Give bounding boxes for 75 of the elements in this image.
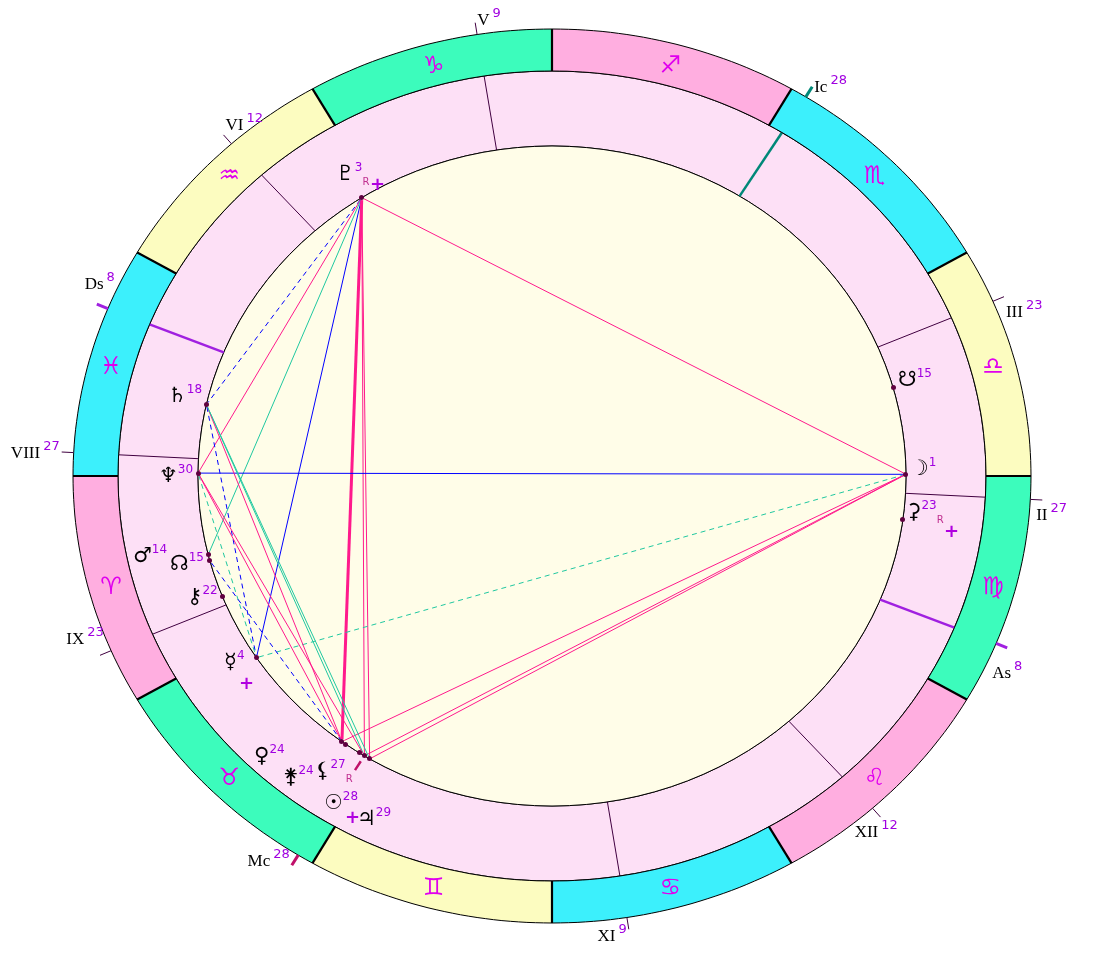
zodiac-sign-symbol: ♐ <box>659 52 681 77</box>
plus-mark: + <box>239 674 255 692</box>
house-cusp-label: IX$^{23}$ <box>66 626 104 648</box>
house-cusp-label: VI$^{12}$ <box>225 111 263 133</box>
zodiac-sign-symbol: ♉ <box>218 765 240 790</box>
cusp-tick <box>1029 498 1043 501</box>
aspect-line <box>208 199 362 553</box>
house-cusp-label: Ds$^{8}$ <box>84 271 115 293</box>
position-dot <box>361 753 367 759</box>
aspect-line <box>258 474 905 658</box>
position-dot <box>339 739 345 745</box>
zodiac-sign-symbol: ♈ <box>100 574 122 599</box>
cusp-tick <box>992 296 1005 302</box>
cusp-tick <box>626 917 630 930</box>
cusp-tick <box>995 642 1008 650</box>
planet-symbol: ☽$^{1}$ <box>910 458 937 479</box>
position-dot <box>356 750 362 756</box>
aspect-line <box>206 406 257 656</box>
aspect-line <box>200 472 904 475</box>
house-cusp-label: XI$^{9}$ <box>597 923 627 945</box>
position-dot <box>203 402 209 408</box>
house-cusp-label: Ic$^{28}$ <box>814 74 847 96</box>
zodiac-sign-symbol: ♌ <box>864 765 886 790</box>
position-dot <box>903 471 909 477</box>
position-dot <box>900 516 906 522</box>
position-dot <box>195 470 201 476</box>
planet-symbol: ♂$^{14}$ <box>133 545 168 566</box>
zodiac-sign-symbol: ♑ <box>423 52 445 77</box>
house-cusp-label: XII$^{12}$ <box>854 819 898 841</box>
cusp-tick <box>61 451 75 454</box>
house-cusp-label: As$^{8}$ <box>992 659 1023 681</box>
house-cusp-label: III$^{23}$ <box>1005 298 1043 320</box>
zodiac-sign-symbol: ♍ <box>982 574 1004 599</box>
zodiac-sign-symbol: ♊ <box>423 875 445 900</box>
cusp-tick <box>99 650 112 656</box>
cusp-tick <box>872 807 881 818</box>
zodiac-sign-symbol: ♓ <box>100 353 122 378</box>
planet-symbol: ☊$^{15}$ <box>170 553 204 574</box>
aspect-line <box>207 199 361 404</box>
planet-symbol: ♆$^{30}$ <box>159 465 194 486</box>
cusp-tick <box>96 302 109 310</box>
planet-symbol: ♀$^{24}$ <box>254 745 285 766</box>
cusp-tick <box>804 85 814 98</box>
cusp-tick <box>223 134 232 145</box>
cusp-tick <box>290 854 300 867</box>
planet-symbol: ☿$^{4}$ <box>224 651 245 672</box>
planet-symbol: ☋$^{15}$ <box>898 369 932 390</box>
planet-symbol: ⚵$^{24}$ <box>283 766 314 787</box>
aspect-line <box>363 198 905 474</box>
house-cusp-label: VIII$^{27}$ <box>10 440 60 462</box>
house-cusp-label: Mc$^{28}$ <box>247 848 290 870</box>
zodiac-sign-symbol: ♎ <box>982 353 1004 378</box>
position-dot <box>220 594 226 600</box>
aspect-line <box>361 199 371 757</box>
house-cusp-label: V$^{9}$ <box>477 6 501 28</box>
aspect-line <box>340 200 364 740</box>
position-dot <box>890 385 896 391</box>
aspect-line <box>210 562 341 741</box>
planet-symbol: ⚷$^{22}$ <box>187 586 218 607</box>
zodiac-sign-symbol: ♒ <box>218 162 240 187</box>
plus-mark: + <box>370 175 386 193</box>
position-dot <box>253 655 259 661</box>
aspect-line <box>198 199 361 472</box>
position-dot <box>367 756 373 762</box>
plus-mark: + <box>944 522 960 540</box>
position-dot <box>207 558 213 564</box>
planet-symbol: ♄$^{18}$ <box>168 385 203 406</box>
zodiac-sign-symbol: ♋ <box>659 875 681 900</box>
zodiac-sign-symbol: ♏ <box>864 162 886 187</box>
cusp-tick <box>474 22 478 35</box>
position-dot <box>359 195 365 201</box>
position-dot <box>343 741 349 747</box>
aspect-line <box>198 474 364 755</box>
house-cusp-label: II$^{27}$ <box>1036 502 1067 523</box>
position-dot <box>205 552 211 558</box>
